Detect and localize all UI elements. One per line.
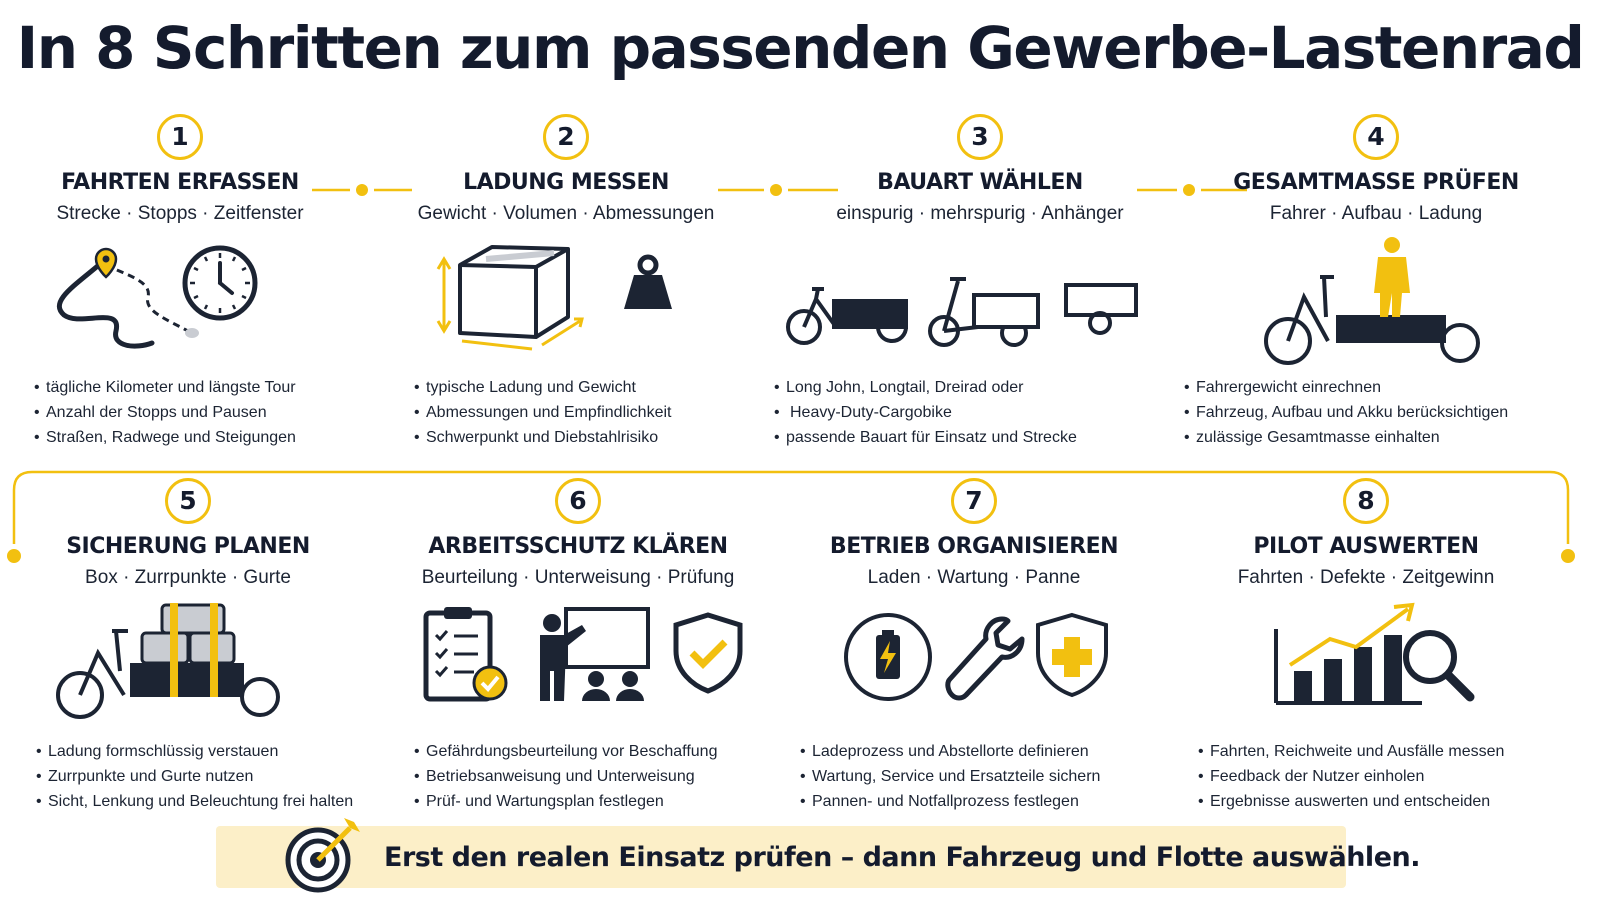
step-number: 8 xyxy=(1343,478,1389,524)
step-subtitle: Laden · Wartung · Panne xyxy=(867,567,1081,588)
step-number: 6 xyxy=(555,478,601,524)
trailer-icon xyxy=(1064,283,1138,335)
step-bullet: Betriebsanweisung und Unterweisung xyxy=(414,764,768,789)
step-title: GESAMTMASSE PRÜFEN xyxy=(1233,170,1519,195)
shield-check-icon xyxy=(673,612,743,694)
target-icon xyxy=(285,818,360,893)
step-title: LADUNG MESSEN xyxy=(463,170,669,195)
cargo-bike-with-rider-icon xyxy=(1264,237,1480,365)
training-icon xyxy=(540,607,650,701)
checklist-icon xyxy=(423,607,508,702)
step-title: BAUART WÄHLEN xyxy=(877,170,1083,195)
step-bullet: Ladeprozess und Abstellorte definieren xyxy=(800,739,1164,764)
weight-icon xyxy=(624,254,672,309)
step-bullet: Gefährdungsbeurteilung vor Beschaffung xyxy=(414,739,768,764)
summary-banner: Erst den realen Einsatz prüfen – dann Fa… xyxy=(216,818,1420,893)
clock-icon xyxy=(182,245,258,321)
step-bullet: Zurrpunkte und Gurte nutzen xyxy=(36,764,378,789)
route-icon xyxy=(56,247,199,349)
long-john-bike-icon xyxy=(786,287,908,345)
step-bullet: Feedback der Nutzer einholen xyxy=(1198,764,1556,789)
step-bullet: Schwerpunkt und Diebstahlrisiko xyxy=(414,425,756,450)
step-title: FAHRTEN ERFASSEN xyxy=(61,170,299,195)
step-number: 1 xyxy=(157,114,203,160)
step-subtitle: Beurteilung · Unterweisung · Prüfung xyxy=(421,567,735,588)
step-2: 2 LADUNG MESSEN Gewicht · Volumen · Abme… xyxy=(376,114,756,450)
page-title: In 8 Schritten zum passenden Gewerbe-Las… xyxy=(16,14,1585,82)
step-bullet: Sicht, Lenkung und Beleuchtung frei halt… xyxy=(36,789,378,814)
step-5: 5 SICHERUNG PLANEN Box · Zurrpunkte · Gu… xyxy=(0,478,378,814)
step-subtitle: Gewicht · Volumen · Abmessungen xyxy=(417,203,715,224)
step-title: ARBEITSSCHUTZ KLÄREN xyxy=(428,534,728,559)
step-bullet: Fahrzeug, Aufbau und Akku berücksichtige… xyxy=(1184,400,1566,425)
step-subtitle: Fahrten · Defekte · Zeitgewinn xyxy=(1237,567,1495,588)
step-3: 3 BAUART WÄHLEN einspurig · mehrspurig ·… xyxy=(774,114,1170,450)
step-number: 7 xyxy=(951,478,997,524)
step-bullet: Fahrergewicht einrechnen xyxy=(1184,375,1566,400)
step-number: 5 xyxy=(165,478,211,524)
connector-3-4 xyxy=(1137,184,1247,196)
wrench-icon xyxy=(945,616,1025,701)
step-bullet: Abmessungen und Empfindlichkeit xyxy=(414,400,756,425)
step-1: 1 FAHRTEN ERFASSEN Strecke · Stopps · Ze… xyxy=(0,114,370,450)
loaded-cargo-bike-icon xyxy=(56,603,280,719)
step-subtitle: Fahrer · Aufbau · Ladung xyxy=(1269,203,1483,224)
step-bullet: Prüf- und Wartungsplan festlegen xyxy=(414,789,768,814)
step-bullet: Heavy-Duty-Cargobike xyxy=(774,400,1170,425)
step-bullet: Straßen, Radwege und Steigungen xyxy=(34,425,370,450)
step-subtitle: Box · Zurrpunkte · Gurte xyxy=(85,567,291,588)
growth-chart-icon xyxy=(1274,602,1422,705)
step-8: 8 PILOT AUSWERTEN Fahrten · Defekte · Ze… xyxy=(1176,478,1556,814)
connector-1-2 xyxy=(312,184,412,196)
step-4: 4 GESAMTMASSE PRÜFEN Fahrer · Aufbau · L… xyxy=(1184,114,1566,450)
step-number: 2 xyxy=(543,114,589,160)
step-bullet: Pannen- und Notfallprozess festlegen xyxy=(800,789,1164,814)
trike-icon xyxy=(928,277,1040,347)
step-title: SICHERUNG PLANEN xyxy=(66,534,310,559)
step-subtitle: einspurig · mehrspurig · Anhänger xyxy=(836,203,1124,224)
step-bullet: Ergebnisse auswerten und entscheiden xyxy=(1198,789,1556,814)
step-bullet: zulässige Gesamtmasse einhalten xyxy=(1184,425,1566,450)
battery-charge-icon xyxy=(844,613,932,701)
connector-2-3 xyxy=(718,184,838,196)
step-title: PILOT AUSWERTEN xyxy=(1253,534,1479,559)
banner-text: Erst den realen Einsatz prüfen – dann Fa… xyxy=(384,842,1420,873)
step-bullet: Anzahl der Stopps und Pausen xyxy=(34,400,370,425)
step-7: 7 BETRIEB ORGANISIEREN Laden · Wartung ·… xyxy=(784,478,1164,814)
step-bullet: tägliche Kilometer und längste Tour xyxy=(34,375,370,400)
box-dimensions-icon xyxy=(436,245,584,351)
step-number: 4 xyxy=(1353,114,1399,160)
step-6: 6 ARBEITSSCHUTZ KLÄREN Beurteilung · Unt… xyxy=(388,478,768,814)
step-number: 3 xyxy=(957,114,1003,160)
step-bullet: Fahrten, Reichweite und Ausfälle messen xyxy=(1198,739,1556,764)
step-bullet: Ladung formschlüssig verstauen xyxy=(36,739,378,764)
shield-plus-icon xyxy=(1036,612,1108,698)
magnifier-icon xyxy=(1403,630,1475,702)
step-bullet: passende Bauart für Einsatz und Strecke xyxy=(774,425,1170,450)
step-title: BETRIEB ORGANISIEREN xyxy=(829,534,1119,559)
step-bullet: Long John, Longtail, Dreirad oder xyxy=(774,375,1170,400)
step-bullet: Wartung, Service und Ersatzteile sichern xyxy=(800,764,1164,789)
row-connector-bracket xyxy=(7,470,1575,563)
step-bullet: typische Ladung und Gewicht xyxy=(414,375,756,400)
step-subtitle: Strecke · Stopps · Zeitfenster xyxy=(56,203,304,224)
